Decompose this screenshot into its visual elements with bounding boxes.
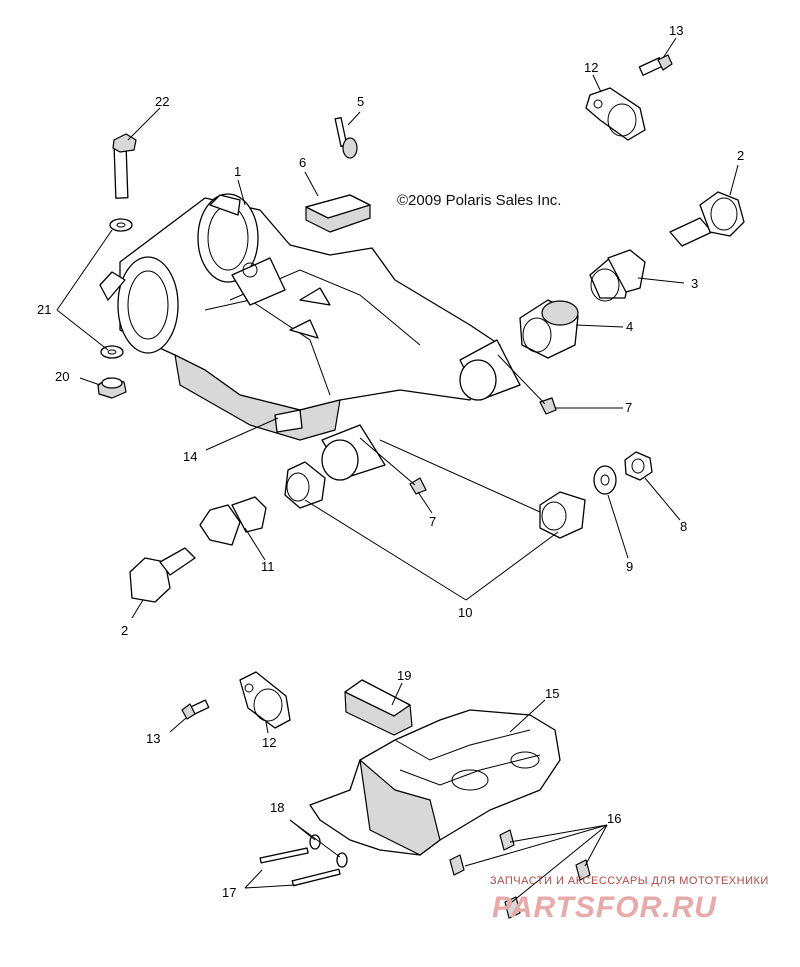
pivot-shaft-2-bottom (129, 547, 196, 603)
pivot-shaft-2-top (669, 191, 745, 247)
callout-12-top: 12 (584, 60, 598, 75)
bolts-17 (259, 847, 341, 887)
bolt-22 (112, 133, 137, 199)
callout-13-bottom: 13 (146, 731, 160, 746)
bolts-16 (449, 829, 591, 919)
callout-12-bottom: 12 (262, 735, 276, 750)
grease-fitting-7-left (409, 477, 427, 495)
bushing-10-left (284, 461, 326, 509)
callout-2-top: 2 (737, 148, 744, 163)
grease-fitting-7-right (539, 397, 557, 415)
callout-17: 17 (222, 885, 236, 900)
bushing-11 (199, 496, 267, 546)
callout-15: 15 (545, 686, 559, 701)
callout-19: 19 (397, 668, 411, 683)
bushing-3 (589, 249, 646, 302)
callout-7-right: 7 (625, 400, 632, 415)
callout-8: 8 (680, 519, 687, 534)
watermark: ЗАПЧАСТИ И АКСЕССУАРЫ ДЛЯ МОТОТЕХНИКИ PA… (490, 875, 769, 924)
bushing-10-right (539, 491, 586, 539)
bolt-13-bottom (181, 699, 210, 720)
nut-20 (97, 377, 127, 399)
watermark-brand: PARTSFOR.RU (492, 891, 717, 924)
callout-18: 18 (270, 800, 284, 815)
callout-1: 1 (234, 164, 241, 179)
callout-labels: 1 2 2 3 4 5 6 7 7 8 9 10 11 12 12 13 13 … (37, 23, 744, 900)
copyright-text: ©2009 Polaris Sales Inc. (397, 192, 561, 209)
leader-lines (56, 37, 739, 903)
pad-6 (305, 194, 371, 233)
swingarm-frame (99, 193, 521, 481)
callout-20: 20 (55, 369, 69, 384)
callout-4: 4 (626, 319, 633, 334)
lock-plate-12-bottom (239, 671, 291, 729)
bearing-4 (519, 299, 579, 359)
callout-10: 10 (458, 605, 472, 620)
callout-6: 6 (299, 155, 306, 170)
skid-plate-15 (309, 709, 561, 856)
lock-plate-12-top (585, 87, 646, 141)
callout-13-top: 13 (669, 23, 683, 38)
callout-22: 22 (155, 94, 169, 109)
callout-21: 21 (37, 302, 51, 317)
washers-18 (309, 834, 348, 868)
callout-5: 5 (357, 94, 364, 109)
callout-3: 3 (691, 276, 698, 291)
pin-5 (334, 117, 358, 159)
callout-11: 11 (261, 559, 275, 574)
nut-8 (624, 451, 653, 481)
block-19 (344, 679, 413, 736)
bolt-13-top (638, 54, 673, 76)
callout-9: 9 (626, 559, 633, 574)
watermark-tagline: ЗАПЧАСТИ И АКСЕССУАРЫ ДЛЯ МОТОТЕХНИКИ (490, 875, 769, 887)
washer-9 (593, 465, 617, 495)
callout-16: 16 (607, 811, 621, 826)
callout-7-left: 7 (429, 514, 436, 529)
callout-2-bottom: 2 (121, 623, 128, 638)
callout-14: 14 (183, 449, 197, 464)
